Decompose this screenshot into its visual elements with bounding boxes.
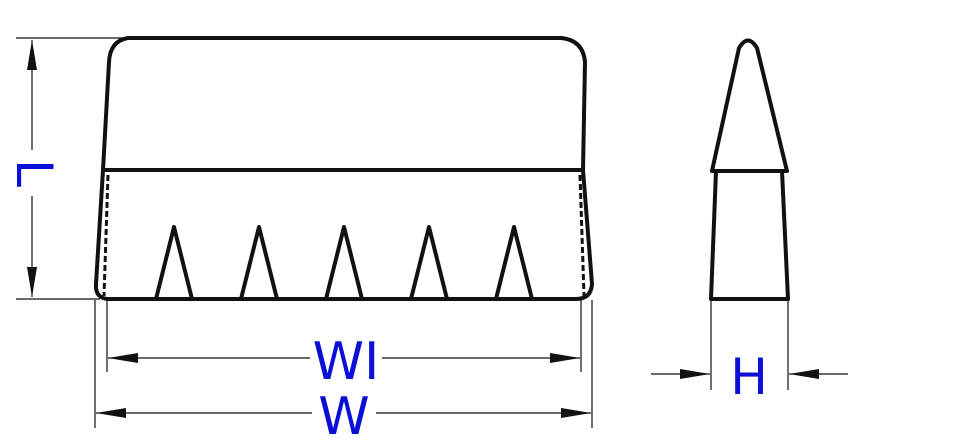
dimension-l: L xyxy=(5,37,128,300)
label-l: L xyxy=(5,159,63,187)
label-wi: WI xyxy=(313,332,380,392)
tooth-2 xyxy=(239,225,279,301)
arrow-h-left xyxy=(680,369,710,379)
tooth-3 xyxy=(324,225,364,301)
label-h: H xyxy=(730,348,768,406)
side-view xyxy=(709,38,790,301)
dimension-w: W xyxy=(94,300,593,438)
arrow-wi-left xyxy=(108,353,138,363)
tooth-1 xyxy=(154,225,194,301)
label-w: W xyxy=(318,387,369,438)
arrow-w-right xyxy=(561,408,591,418)
arrow-wi-right xyxy=(550,353,580,363)
front-right-hidden-edge xyxy=(578,174,586,297)
front-upper-body xyxy=(101,36,587,172)
front-view xyxy=(93,36,594,301)
tooth-5 xyxy=(494,225,534,301)
arrow-l-top xyxy=(27,40,37,70)
dimension-wi: WI xyxy=(106,300,582,392)
front-lower-body xyxy=(93,168,594,301)
tooth-4 xyxy=(409,225,449,301)
arrow-h-right xyxy=(789,369,819,379)
side-lower-body xyxy=(709,169,790,301)
arrow-w-left xyxy=(96,408,126,418)
arrow-l-bottom xyxy=(27,267,37,297)
front-left-hidden-edge xyxy=(102,174,110,297)
dimension-h: H xyxy=(651,300,848,406)
side-upper-taper xyxy=(710,38,789,173)
